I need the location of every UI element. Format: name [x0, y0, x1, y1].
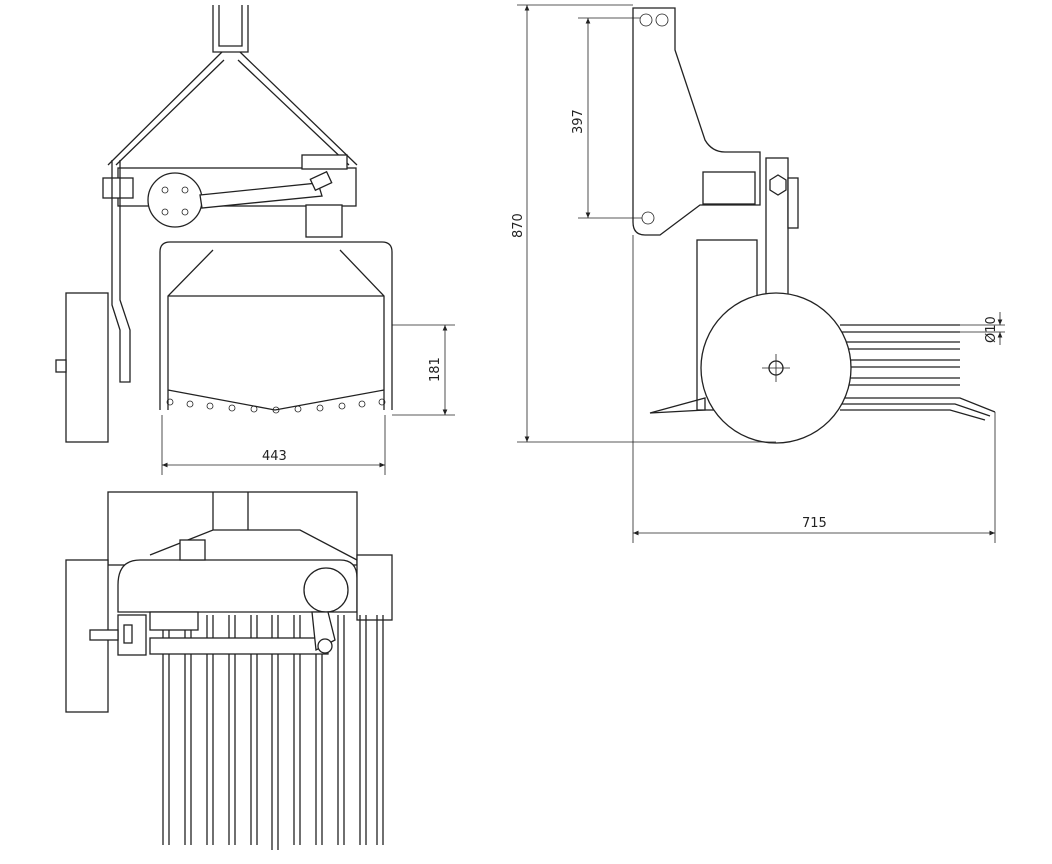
front-view: 181 443 — [55, 5, 455, 475]
dim-870: 870 — [511, 213, 526, 238]
dim-715: 715 — [802, 516, 827, 531]
tine-ends — [166, 398, 386, 414]
dim-tine-diameter: Ø10 — [984, 316, 999, 343]
dim-397: 397 — [571, 109, 586, 134]
gearbox-disk — [147, 172, 203, 228]
side-view: 870 397 715 Ø10 — [511, 4, 1005, 543]
top-view — [65, 491, 393, 850]
top-tines — [162, 615, 384, 850]
side-tines — [840, 324, 996, 421]
wheel-front — [65, 292, 109, 443]
dim-181: 181 — [428, 357, 443, 382]
dim-443: 443 — [262, 449, 287, 464]
